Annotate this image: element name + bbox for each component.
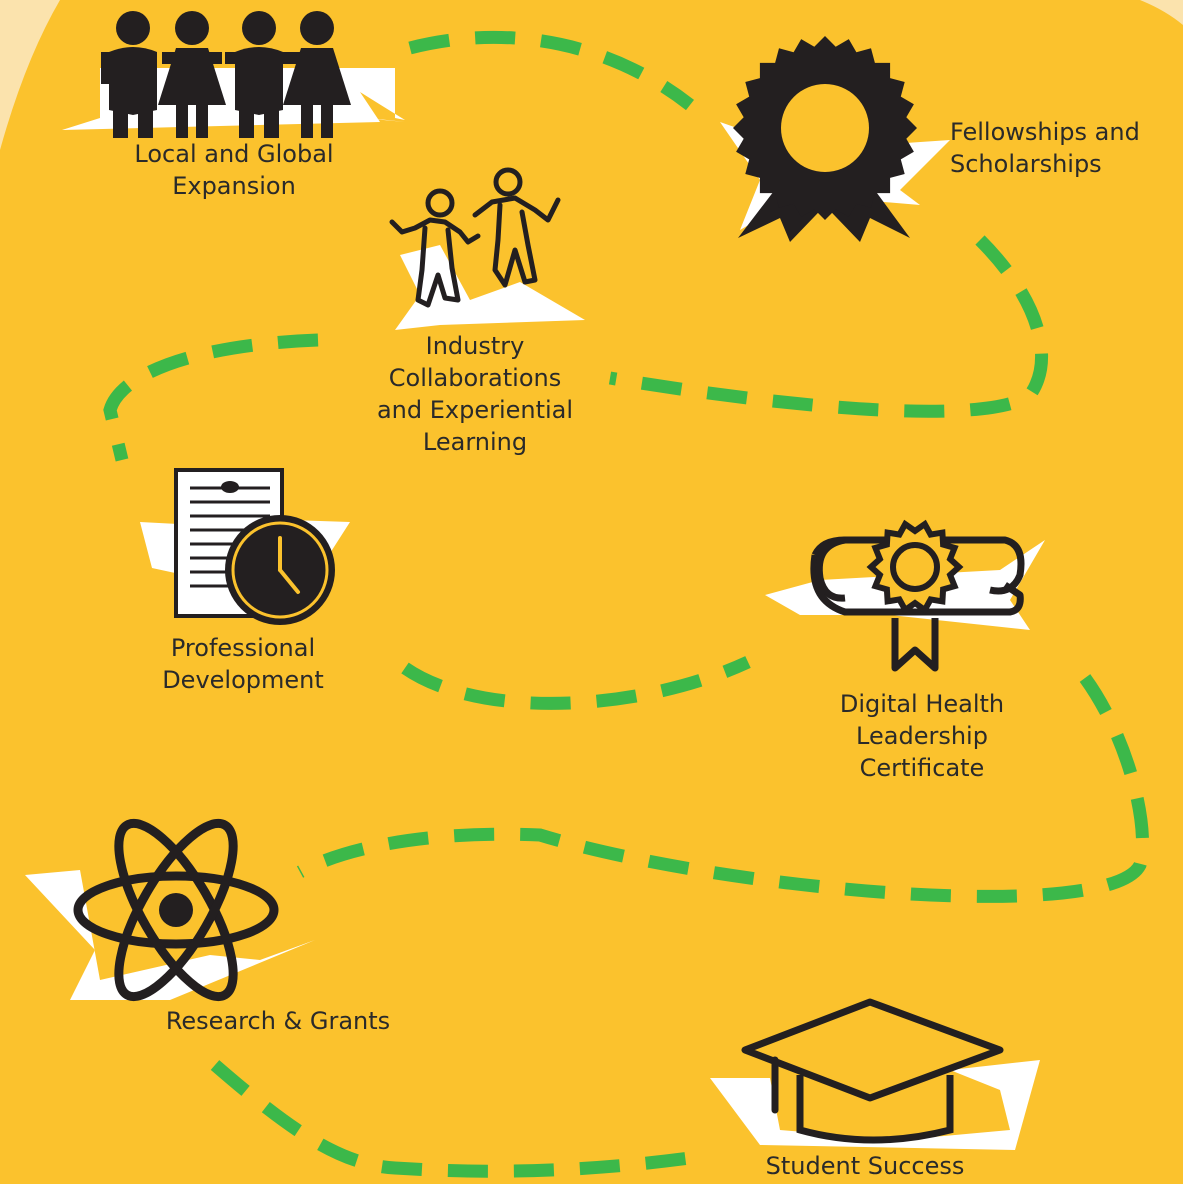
path-segment-4 [401, 656, 751, 710]
path-segment-2 [608, 235, 1049, 418]
milestone-label-research: Research & Grants [165, 1007, 391, 1035]
ribbon-3 [395, 245, 585, 330]
graduation-cap-icon [710, 998, 1040, 1150]
dashed-path [103, 30, 1149, 1178]
award-badge-icon [720, 36, 950, 242]
milestone-label-student-success: Student Success [765, 1152, 965, 1180]
ribbon-7 [710, 1060, 1040, 1150]
atom-icon [25, 818, 315, 1002]
path-segment-1 [408, 30, 695, 111]
path-segment-5 [296, 674, 1149, 903]
dancing-people-icon [389, 167, 585, 330]
path-segment-6 [210, 1060, 691, 1178]
ribbon-6 [25, 870, 315, 1000]
people-group-icon [62, 11, 405, 138]
diploma-scroll-icon [765, 519, 1045, 672]
document-clock-icon [140, 468, 350, 625]
path-segment-3 [103, 333, 319, 462]
